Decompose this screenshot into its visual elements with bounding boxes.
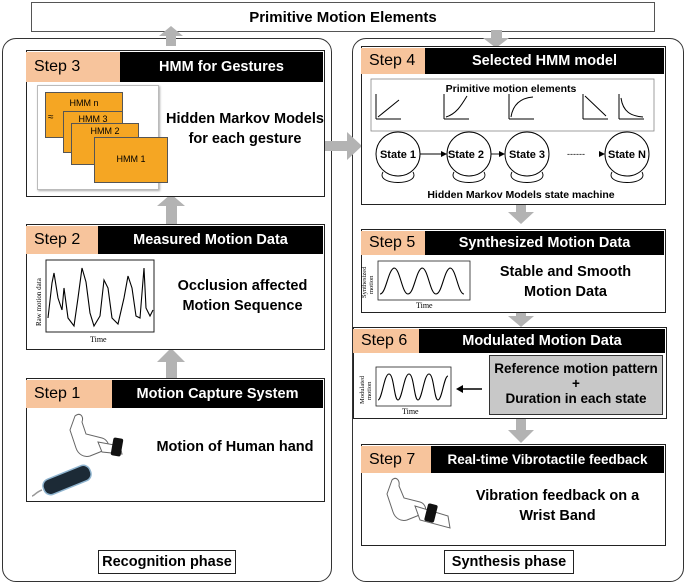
step4-tag: Step 4 xyxy=(361,48,425,74)
reference-line2: Duration in each state xyxy=(505,390,647,406)
step1-title: Motion Capture System xyxy=(112,380,323,408)
modulated-motion-plot: Modulated motion Time xyxy=(359,366,452,416)
synthesized-xlabel: Time xyxy=(416,301,433,310)
synthesized-ylabel-1: Synthesized xyxy=(361,266,368,298)
state-dots: ------ xyxy=(567,149,585,159)
primitive-motion-elements-header: Primitive Motion Elements xyxy=(31,2,655,32)
step3-title: HMM for Gestures xyxy=(120,52,323,82)
raw-motion-ylabel: Raw motion data xyxy=(35,277,43,326)
step7-tag: Step 7 xyxy=(361,446,431,473)
step7-title: Real-time Vibrotactile feedback xyxy=(431,446,664,473)
primitive-curve-4 xyxy=(582,94,608,120)
step3-tag: Step 3 xyxy=(26,52,120,82)
hand-with-sensor-illustration xyxy=(31,413,124,497)
reference-pattern-box: Reference motion pattern + Duration in e… xyxy=(489,355,663,415)
hmm-card-2-label: HMM 2 xyxy=(90,126,120,136)
hmm-card-1-label: HMM 1 xyxy=(116,154,146,164)
hmm-ellipsis: ≈ xyxy=(48,112,54,123)
synthesized-motion-plot: Synthesized motion Time xyxy=(361,260,471,310)
state-1: State 1 xyxy=(380,149,416,161)
wrist-sensor-band xyxy=(110,437,124,457)
arrow-step3-to-step4 xyxy=(324,132,362,160)
step1-text: Motion of Human hand xyxy=(156,439,314,455)
raw-motion-xlabel: Time xyxy=(90,335,107,344)
arrow-step3-to-top xyxy=(159,26,183,46)
step7-text: Vibration feedback on a Wrist Band xyxy=(455,487,660,526)
hmm-state-machine: Primitive motion elements State 1 State … xyxy=(370,78,655,201)
step2-text: Occlusion affected Motion Sequence xyxy=(160,277,325,316)
synthesized-ylabel-2: motion xyxy=(368,275,375,294)
raw-motion-plot: Raw motion data Time xyxy=(35,259,155,344)
primitive-curve-2 xyxy=(443,94,469,120)
vibration-wristband-illustration xyxy=(386,477,451,529)
hmm-card-3-label: HMM 3 xyxy=(78,114,108,124)
reference-to-modulated-arrow xyxy=(456,385,482,393)
step5-text-line2: Motion Data xyxy=(524,283,607,300)
step1-tag: Step 1 xyxy=(26,380,112,408)
step2-title: Measured Motion Data xyxy=(98,226,323,254)
step5-tag: Step 5 xyxy=(361,231,425,255)
modulated-ylabel-2: motion xyxy=(366,381,373,400)
step2-tag: Step 2 xyxy=(26,226,98,254)
step6-tag: Step 6 xyxy=(353,329,419,353)
arrow-step2-to-step3 xyxy=(157,194,185,224)
step3-text-line2: for each gesture xyxy=(188,130,302,147)
step5-text-line1: Stable and Smooth xyxy=(499,264,632,280)
state-machine-caption: Hidden Markov Models state machine xyxy=(427,189,614,201)
reference-plus: + xyxy=(572,375,580,391)
state-3: State 3 xyxy=(509,149,545,161)
step3-text: Hidden Markov Models for each gesture xyxy=(165,110,325,149)
step4-title: Selected HMM model xyxy=(425,48,664,74)
arrow-step5-to-step6 xyxy=(508,310,534,327)
arrow-step4-to-step5 xyxy=(508,203,534,224)
primitive-curve-3 xyxy=(508,94,534,120)
synthesis-phase-label: Synthesis phase xyxy=(444,550,574,574)
arrow-step6-to-step7 xyxy=(508,418,534,443)
arrow-top-to-step4 xyxy=(483,30,509,48)
hmm-card-1: HMM 1 xyxy=(94,137,168,183)
step3-text-line1: Hidden Markov Models xyxy=(166,111,324,127)
modulated-xlabel: Time xyxy=(402,407,419,416)
modulated-ylabel-1: Modulated xyxy=(359,375,366,404)
step5-text: Stable and Smooth Motion Data xyxy=(478,263,653,302)
step7-text-line1: Vibration feedback on a xyxy=(475,488,640,504)
state-n: State N xyxy=(608,149,646,161)
hmm-card-n-label: HMM n xyxy=(69,98,99,108)
step7-text-line2: Wrist Band xyxy=(519,507,596,524)
step6-title: Modulated Motion Data xyxy=(419,329,665,353)
state-2: State 2 xyxy=(448,149,484,161)
primitive-curve-1 xyxy=(375,94,401,120)
reference-line1: Reference motion pattern xyxy=(494,361,658,376)
step2-text-line1: Occlusion affected xyxy=(177,278,308,294)
vibration-wristband xyxy=(424,503,438,523)
primitive-curve-5 xyxy=(618,94,644,120)
recognition-phase-label: Recognition phase xyxy=(98,550,236,574)
arrow-step1-to-step2 xyxy=(157,348,185,378)
sensor-device xyxy=(42,464,92,496)
step5-title: Synthesized Motion Data xyxy=(425,231,664,255)
step2-text-line2: Motion Sequence xyxy=(182,297,303,314)
primitive-elements-label: Primitive motion elements xyxy=(446,83,577,95)
